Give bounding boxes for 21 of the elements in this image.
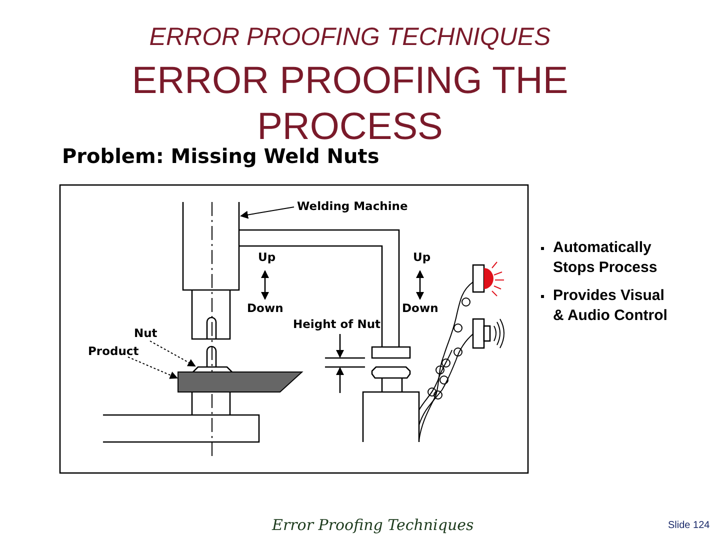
footer-text: Error Proofing Techniques (272, 517, 474, 534)
title: ERROR PROOFING THE PROCESS (132, 59, 570, 148)
leader-line (128, 356, 178, 379)
welding-machine-drawing (182, 201, 240, 340)
direction-label: Down (402, 302, 438, 315)
nut-drawing (192, 366, 232, 372)
product-plate-drawing (178, 372, 304, 392)
leader-line (240, 206, 294, 219)
direction-label: Up (258, 251, 276, 264)
direction-label: Down (247, 302, 284, 315)
bullet-text: Provides Visual & Audio Control (553, 286, 668, 326)
slide-number: Slide 124 (668, 520, 710, 531)
callout-label: Welding Machine (297, 200, 408, 213)
callout-label: Nut (134, 327, 158, 340)
dimension-label: Height of Nut (293, 318, 381, 331)
direction-label: Up (413, 251, 431, 264)
leader-line (150, 340, 196, 366)
problem-heading: Problem: Missing Weld Nuts (62, 145, 380, 167)
subtitle: ERROR PROOFING TECHNIQUES (148, 24, 552, 52)
bullet-text: Automatically Stops Process (553, 238, 658, 278)
callout-label: Product (88, 345, 139, 358)
